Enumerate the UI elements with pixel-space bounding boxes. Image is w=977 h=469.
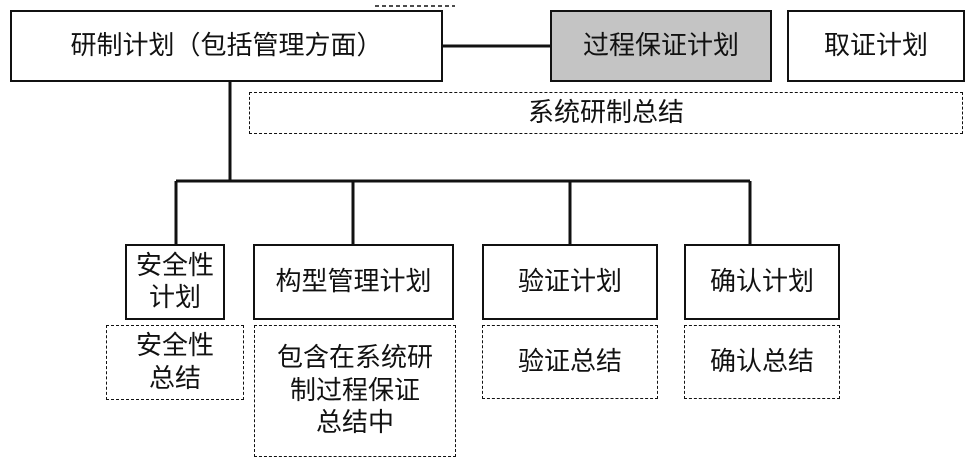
validation-plan-label: 确认计划 [709, 266, 814, 297]
validation-summary-box: 确认总结 [684, 325, 840, 399]
verification-summary-label: 验证总结 [517, 346, 622, 377]
safety-summary-box: 安全性 总结 [106, 325, 244, 400]
verification-plan-box: 验证计划 [482, 244, 658, 320]
safety-summary-label: 安全性 总结 [135, 331, 214, 394]
system-dev-summary-box: 系统研制总结 [249, 92, 963, 134]
certification-plan-box: 取证计划 [787, 10, 965, 82]
validation-summary-label: 确认总结 [709, 346, 814, 377]
config-summary-note-box: 包含在系统研 制过程保证 总结中 [254, 325, 456, 457]
dev-plan-box: 研制计划（包括管理方面） [10, 10, 443, 82]
config-summary-note-label: 包含在系统研 制过程保证 总结中 [276, 343, 433, 439]
safety-plan-label: 安全性 计划 [135, 250, 214, 314]
dev-plan-label: 研制计划（包括管理方面） [70, 30, 383, 61]
validation-plan-box: 确认计划 [684, 244, 840, 320]
process-assurance-plan-label: 过程保证计划 [582, 30, 739, 61]
process-assurance-plan-box: 过程保证计划 [550, 10, 772, 82]
verification-plan-label: 验证计划 [517, 266, 622, 297]
safety-plan-box: 安全性 计划 [125, 244, 225, 320]
verification-summary-box: 验证总结 [482, 325, 658, 399]
config-mgmt-plan-label: 构型管理计划 [275, 266, 432, 297]
system-dev-summary-label: 系统研制总结 [527, 97, 684, 128]
certification-plan-label: 取证计划 [823, 30, 928, 61]
config-mgmt-plan-box: 构型管理计划 [253, 244, 454, 320]
